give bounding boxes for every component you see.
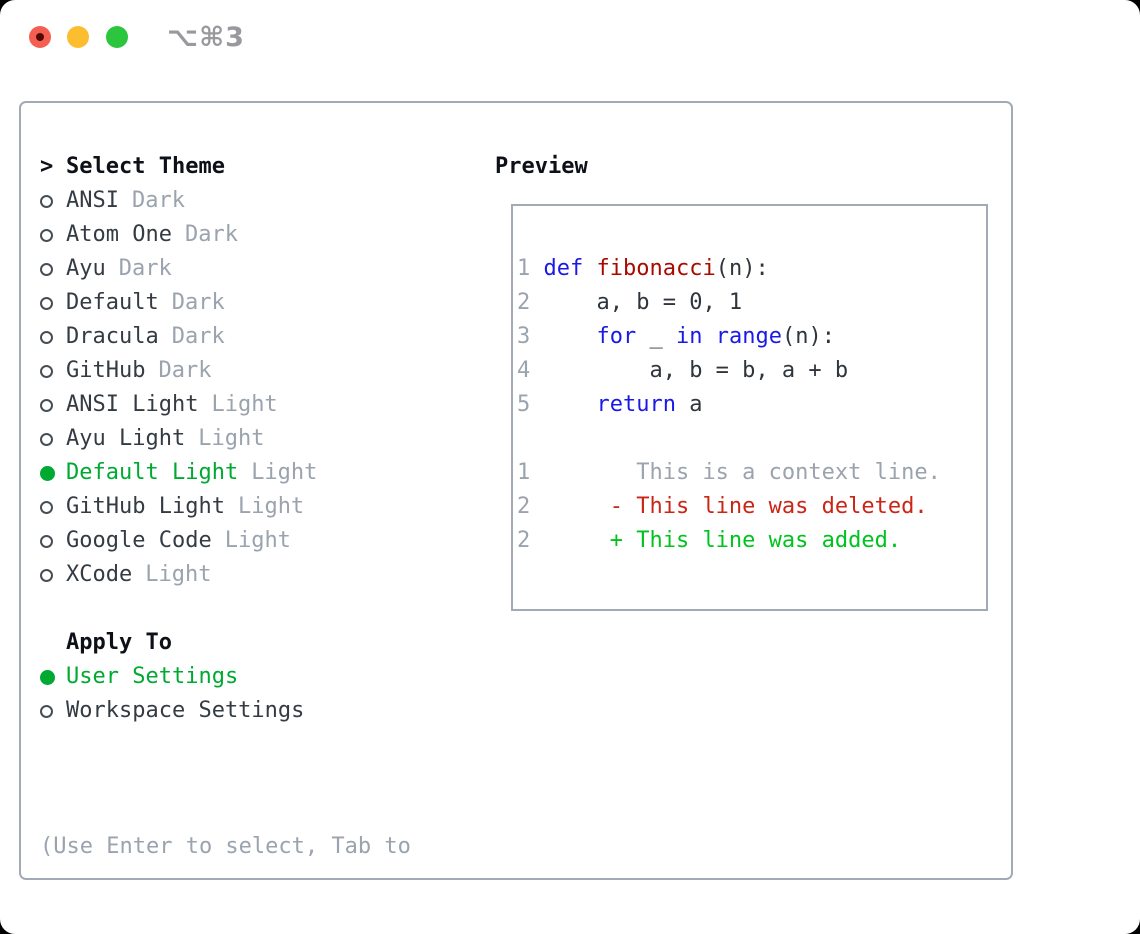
apply-option-workspace-settings[interactable]: Workspace Settings: [40, 694, 411, 728]
theme-name: Ayu: [66, 256, 106, 281]
radio-icon: [40, 364, 66, 378]
theme-option-ansi-light[interactable]: ANSI Light Light: [40, 388, 411, 422]
cursor-icon: >: [40, 154, 54, 179]
theme-option-google-code[interactable]: Google Code Light: [40, 524, 411, 558]
theme-name: Ayu Light: [66, 426, 186, 451]
code-line: 2 a, b = 0, 1: [517, 290, 743, 315]
radio-icon: [40, 228, 66, 242]
theme-name: GitHub Light: [66, 494, 225, 519]
theme-option-github-light[interactable]: GitHub Light Light: [40, 490, 411, 524]
theme-name: ANSI: [66, 188, 119, 213]
radio-icon: [40, 398, 66, 412]
theme-variant-label: Dark: [184, 222, 238, 247]
radio-selected-icon: [40, 465, 66, 481]
line-number: 4: [517, 358, 544, 383]
theme-variant-label: Light: [224, 528, 291, 553]
window-titlebar: ⌥⌘3: [0, 0, 1140, 70]
theme-option-atom-one[interactable]: Atom One Dark: [40, 218, 411, 252]
radio-icon: [40, 194, 66, 208]
code-line: 1 def fibonacci(n):: [517, 256, 769, 281]
theme-variant-label: Dark: [158, 358, 212, 383]
radio-icon: [40, 534, 66, 548]
theme-option-ansi[interactable]: ANSI Dark: [40, 184, 411, 218]
theme-name: Default: [66, 290, 159, 315]
radio-selected-icon: [40, 669, 66, 685]
theme-variant-label: Dark: [171, 290, 225, 315]
line-number: 3: [517, 324, 544, 349]
theme-variant-label: Dark: [171, 324, 225, 349]
line-number: 5: [517, 392, 544, 417]
theme-option-ayu[interactable]: Ayu Dark: [40, 252, 411, 286]
theme-variant-label: Dark: [118, 256, 172, 281]
theme-variant-label: Light: [251, 460, 318, 485]
line-number: 1: [517, 460, 544, 485]
code-line: 5 return a: [517, 392, 703, 417]
theme-variant-label: Light: [211, 392, 278, 417]
apply-to-header-row: Apply To: [40, 626, 411, 660]
theme-name: Atom One: [66, 222, 172, 247]
apply-to-title: Apply To: [66, 630, 172, 655]
code-line: 1 This is a context line.: [517, 460, 941, 485]
radio-icon: [40, 432, 66, 446]
theme-panel-title: Select Theme: [66, 154, 225, 179]
theme-variant-label: Light: [198, 426, 265, 451]
radio-icon: [40, 704, 66, 718]
code-line: 3 for _ in range(n):: [517, 324, 835, 349]
apply-option-user-settings[interactable]: User Settings: [40, 660, 411, 694]
theme-option-github[interactable]: GitHub Dark: [40, 354, 411, 388]
window-title: ⌥⌘3: [167, 22, 245, 53]
code-line: 2 + This line was added.: [517, 528, 902, 553]
radio-icon: [40, 296, 66, 310]
theme-option-default-light[interactable]: Default Light Light: [40, 456, 411, 490]
theme-option-dracula[interactable]: Dracula Dark: [40, 320, 411, 354]
theme-option-default[interactable]: Default Dark: [40, 286, 411, 320]
theme-variant-label: Light: [237, 494, 305, 519]
preview-title: Preview: [495, 154, 588, 179]
theme-name: Google Code: [66, 528, 212, 553]
line-number: 2: [517, 290, 544, 315]
theme-name: Default Light: [66, 460, 239, 485]
code-line: 4 a, b = b, a + b: [517, 358, 849, 383]
radio-icon: [40, 262, 66, 276]
close-window-button[interactable]: [29, 26, 51, 48]
apply-option-label: Workspace Settings: [66, 698, 305, 723]
radio-icon: [40, 568, 66, 582]
preview-pane: 1 def fibonacci(n): 2 a, b = 0, 1 3 for _ …: [511, 204, 988, 611]
theme-variant-label: Light: [145, 562, 212, 587]
theme-panel-header-row: > Select Theme: [40, 150, 411, 184]
code-line: [517, 422, 986, 456]
line-number: 2: [517, 528, 544, 553]
apply-option-label: User Settings: [66, 664, 239, 689]
theme-name: ANSI Light: [66, 392, 199, 417]
maximize-window-button[interactable]: [106, 26, 128, 48]
code-line: 2 - This line was deleted.: [517, 494, 928, 519]
unsaved-dot-icon: [36, 33, 44, 41]
theme-name: GitHub: [66, 358, 146, 383]
radio-icon: [40, 500, 66, 514]
minimize-window-button[interactable]: [67, 26, 89, 48]
radio-icon: [40, 330, 66, 344]
theme-option-xcode[interactable]: XCode Light: [40, 558, 411, 592]
theme-name: XCode: [66, 562, 133, 587]
theme-variant-label: Dark: [131, 188, 185, 213]
help-text-line1: (Use Enter to select, Tab to: [40, 834, 411, 859]
line-number: 1: [517, 256, 544, 281]
help-text: (Use Enter to select, Tab to change focu…: [40, 762, 411, 934]
line-number: 2: [517, 494, 544, 519]
theme-option-ayu-light[interactable]: Ayu Light Light: [40, 422, 411, 456]
theme-name: Dracula: [66, 324, 159, 349]
code-preview: 1 def fibonacci(n): 2 a, b = 0, 1 3 for _ …: [513, 206, 986, 558]
